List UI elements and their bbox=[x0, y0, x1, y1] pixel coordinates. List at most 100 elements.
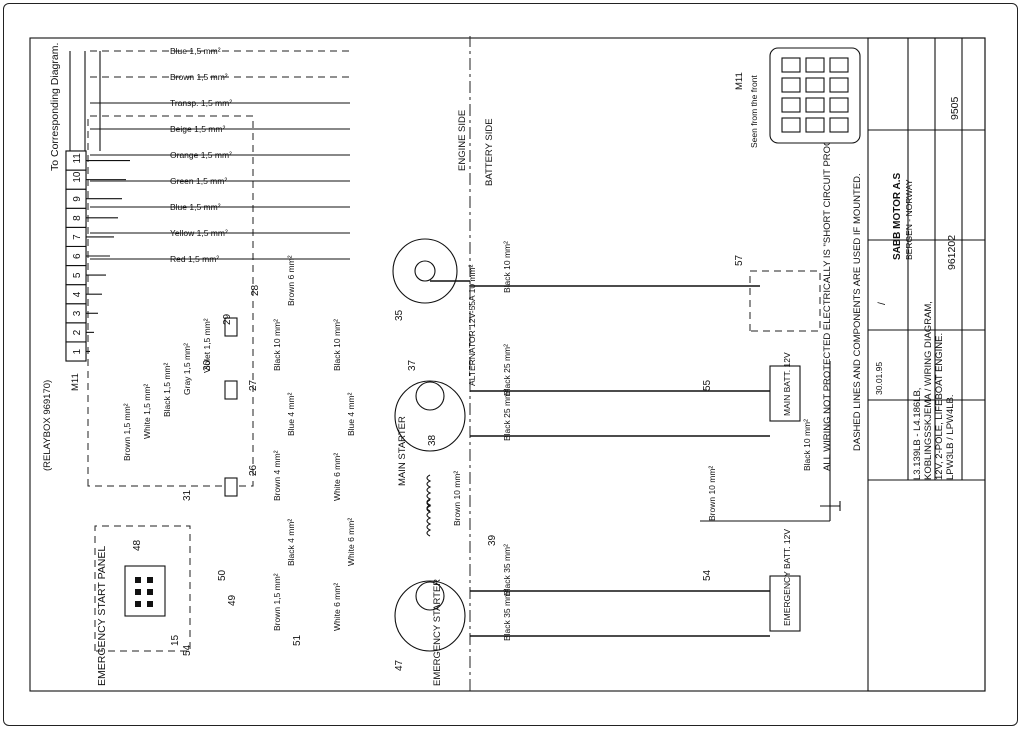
terminal-number: 3 bbox=[72, 310, 83, 316]
m11-pin bbox=[781, 97, 801, 113]
battery-side-label: BATTERY SIDE bbox=[484, 118, 495, 186]
main-battery: MAIN BATT. 12V bbox=[769, 352, 801, 422]
wire-black35-b: Black 35 mm² bbox=[502, 589, 512, 641]
ref-30: 30 bbox=[202, 359, 213, 371]
engine-side-label: ENGINE SIDE bbox=[457, 110, 468, 171]
m11-pin bbox=[829, 97, 849, 113]
wire-black25-b: Black 25 mm² bbox=[502, 389, 512, 441]
svg-text:EMERGENCY STARTER: EMERGENCY STARTER bbox=[432, 579, 443, 686]
terminal-number: 8 bbox=[72, 215, 83, 221]
m11-pin bbox=[805, 97, 825, 113]
wire-black10-a: Black 10 mm² bbox=[502, 241, 512, 293]
header-note: To Corresponding Diagram. bbox=[49, 43, 61, 171]
ref-49: 49 bbox=[227, 594, 238, 606]
wire-label-mid: Black 10 mm² bbox=[332, 319, 342, 371]
emergency-starter: EMERGENCY STARTER 47 bbox=[394, 579, 466, 686]
svg-text:47: 47 bbox=[394, 659, 405, 671]
terminal-number: 6 bbox=[72, 253, 83, 259]
svg-text:37: 37 bbox=[407, 359, 418, 371]
revision: 9505 bbox=[949, 96, 961, 120]
ref-39: 39 bbox=[487, 534, 498, 546]
emergency-panel-boundary bbox=[94, 525, 191, 652]
title-line-2: KOBLINGSSKJEMA / WIRING DIAGRAM, bbox=[923, 301, 934, 480]
title-block: SABB MOTOR A.S BERGEN - NORWAY L3.139LB … bbox=[867, 37, 986, 692]
relay-28: 28 bbox=[224, 284, 261, 337]
m11-pin bbox=[805, 117, 825, 133]
wire-label-left: Gray 1,5 mm² bbox=[182, 343, 192, 395]
wire-label-mid: White 6 mm² bbox=[332, 583, 342, 631]
wire-black35-a: Black 35 mm² bbox=[502, 544, 512, 596]
main-starter: MAIN STARTER 38 37 bbox=[394, 359, 466, 486]
alternator: ALTERNATOR 12V-55A 10 mm² 35 bbox=[392, 238, 477, 386]
svg-text:35: 35 bbox=[394, 309, 405, 321]
ref-31: 31 bbox=[182, 489, 193, 501]
m11-pin bbox=[829, 117, 849, 133]
drawing-number: 961202 bbox=[946, 235, 958, 270]
terminal-number: 2 bbox=[72, 329, 83, 335]
m11-label-top: M11 bbox=[70, 373, 81, 391]
ref-55: 55 bbox=[702, 379, 713, 391]
wire-label-top: Green 1,5 mm² bbox=[170, 176, 227, 186]
wire-label-top: Brown 1,5 mm² bbox=[170, 72, 228, 82]
diagram-rotated: To Corresponding Diagram. 1234567891011 … bbox=[42, 36, 863, 691]
ref-57: 57 bbox=[734, 254, 745, 266]
wire-brown10-mid: Brown 10 mm² bbox=[452, 471, 462, 526]
svg-text:MAIN BATT. 12V: MAIN BATT. 12V bbox=[782, 352, 792, 416]
seen-front-label: Seen from the front bbox=[749, 75, 759, 148]
svg-text:38: 38 bbox=[427, 434, 438, 446]
svg-text:MAIN STARTER: MAIN STARTER bbox=[397, 416, 408, 486]
wire-label-top: Transp. 1,5 mm² bbox=[170, 98, 232, 108]
wire-label-mid: White 6 mm² bbox=[332, 453, 342, 501]
wire-black25-a: Black 25 mm² bbox=[502, 344, 512, 396]
terminal-number: 5 bbox=[72, 272, 83, 278]
wire-label-mid: Black 10 mm² bbox=[272, 319, 282, 371]
terminal-number: 7 bbox=[72, 234, 83, 240]
relaybox-boundary bbox=[87, 115, 254, 487]
ref-48: 48 bbox=[132, 539, 143, 551]
terminal-number: 1 bbox=[72, 348, 83, 354]
wire-label-mid: Blue 4 mm² bbox=[346, 392, 356, 436]
wire-label-top: Yellow 1,5 mm² bbox=[170, 228, 228, 238]
company-name: SABB MOTOR A.S bbox=[892, 172, 903, 260]
terminal-number: 9 bbox=[72, 196, 83, 202]
ref-54: 54 bbox=[702, 569, 713, 581]
svg-text:26: 26 bbox=[248, 464, 259, 476]
wire-label-mid: Black 4 mm² bbox=[286, 519, 296, 566]
svg-text:28: 28 bbox=[250, 284, 261, 296]
svg-text:ALTERNATOR 12V-55A 10 mm²: ALTERNATOR 12V-55A 10 mm² bbox=[467, 264, 477, 386]
m11-pin bbox=[781, 57, 801, 73]
title-date: 30.01.95 bbox=[874, 362, 884, 395]
m11-pin bbox=[829, 77, 849, 93]
title-line-4: LPW3LB / LPW4LB. bbox=[945, 394, 956, 480]
m11-pin bbox=[805, 77, 825, 93]
panel-switch bbox=[124, 565, 166, 617]
company-location: BERGEN - NORWAY bbox=[904, 179, 914, 260]
terminal-number: 4 bbox=[72, 291, 83, 297]
m11-pin bbox=[805, 57, 825, 73]
title-line-1: L3.139LB - L4.186LB, bbox=[912, 388, 923, 480]
m11-pin bbox=[781, 77, 801, 93]
wire-label-top: Red 1,5 mm² bbox=[170, 254, 219, 264]
wire-label-mid: White 6 mm² bbox=[346, 518, 356, 566]
terminal-number: 10 bbox=[72, 171, 83, 183]
note-dashed: DASHED LINES AND COMPONENTS ARE USED IF … bbox=[852, 173, 863, 451]
svg-text:EMERGENCY BATT. 12V: EMERGENCY BATT. 12V bbox=[782, 529, 792, 626]
title-symbol: / bbox=[876, 302, 888, 305]
m11-label-right: M11 bbox=[734, 72, 745, 90]
wire-label-left: Brown 1,5 mm² bbox=[122, 403, 132, 461]
wire-label-top: Orange 1,5 mm² bbox=[170, 150, 232, 160]
m11-connector: M11 Seen from the front bbox=[734, 47, 861, 148]
m11-pin bbox=[829, 57, 849, 73]
wire-label-mid: Brown 4 mm² bbox=[272, 450, 282, 501]
wire-label-top: Blue 1,5 mm² bbox=[170, 46, 221, 56]
wire-label-left: White 1,5 mm² bbox=[142, 384, 152, 439]
ref-15: 15 bbox=[170, 634, 181, 646]
wire-label-mid: Blue 4 mm² bbox=[286, 392, 296, 436]
ref-50: 50 bbox=[217, 569, 228, 581]
ref-54-panel: 54 bbox=[182, 644, 193, 656]
wire-label-left: Violet 1,5 mm² bbox=[202, 318, 212, 373]
wire-label-top: Beige 1,5 mm² bbox=[170, 124, 225, 134]
note-short-circuit: ALL WIRING NOT PROTECTED ELECTRICALLY IS… bbox=[822, 129, 833, 471]
